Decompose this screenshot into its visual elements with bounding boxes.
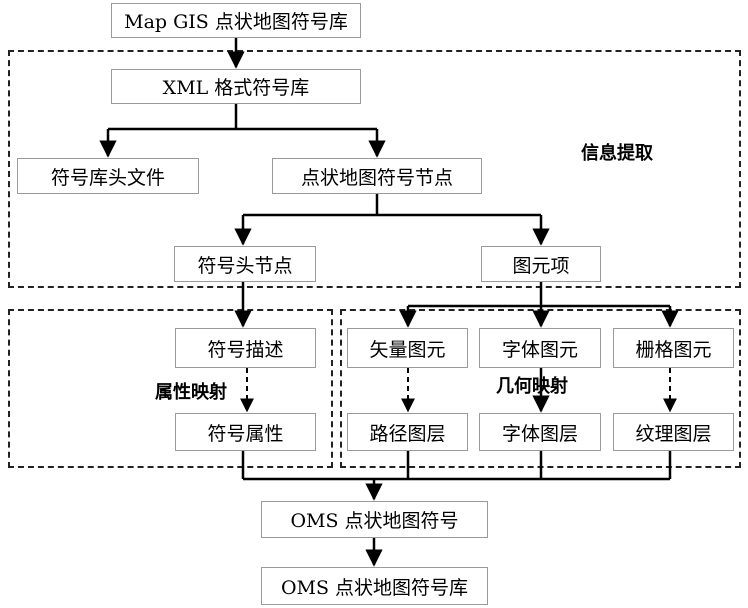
primitive-item-node: 图元项 (481, 246, 601, 282)
mapgis-library-node: Map GIS 点状地图符号库 (111, 3, 361, 38)
path-layer-node: 路径图层 (347, 413, 468, 451)
symbol-attribute-node: 符号属性 (175, 413, 316, 451)
library-header-file-node: 符号库头文件 (17, 158, 199, 194)
font-layer-node: 字体图层 (479, 413, 601, 451)
oms-library-node: OMS 点状地图符号库 (261, 567, 488, 605)
symbol-description-node: 符号描述 (175, 328, 316, 368)
xml-library-node: XML 格式符号库 (111, 69, 361, 104)
font-primitive-node: 字体图元 (479, 328, 601, 368)
oms-symbol-node: OMS 点状地图符号 (261, 501, 488, 538)
vector-primitive-node: 矢量图元 (347, 328, 468, 368)
symbol-header-node: 符号头节点 (174, 246, 316, 282)
point-symbol-node: 点状地图符号节点 (272, 158, 482, 194)
raster-primitive-node: 栅格图元 (613, 328, 734, 368)
texture-layer-node: 纹理图层 (613, 413, 734, 451)
